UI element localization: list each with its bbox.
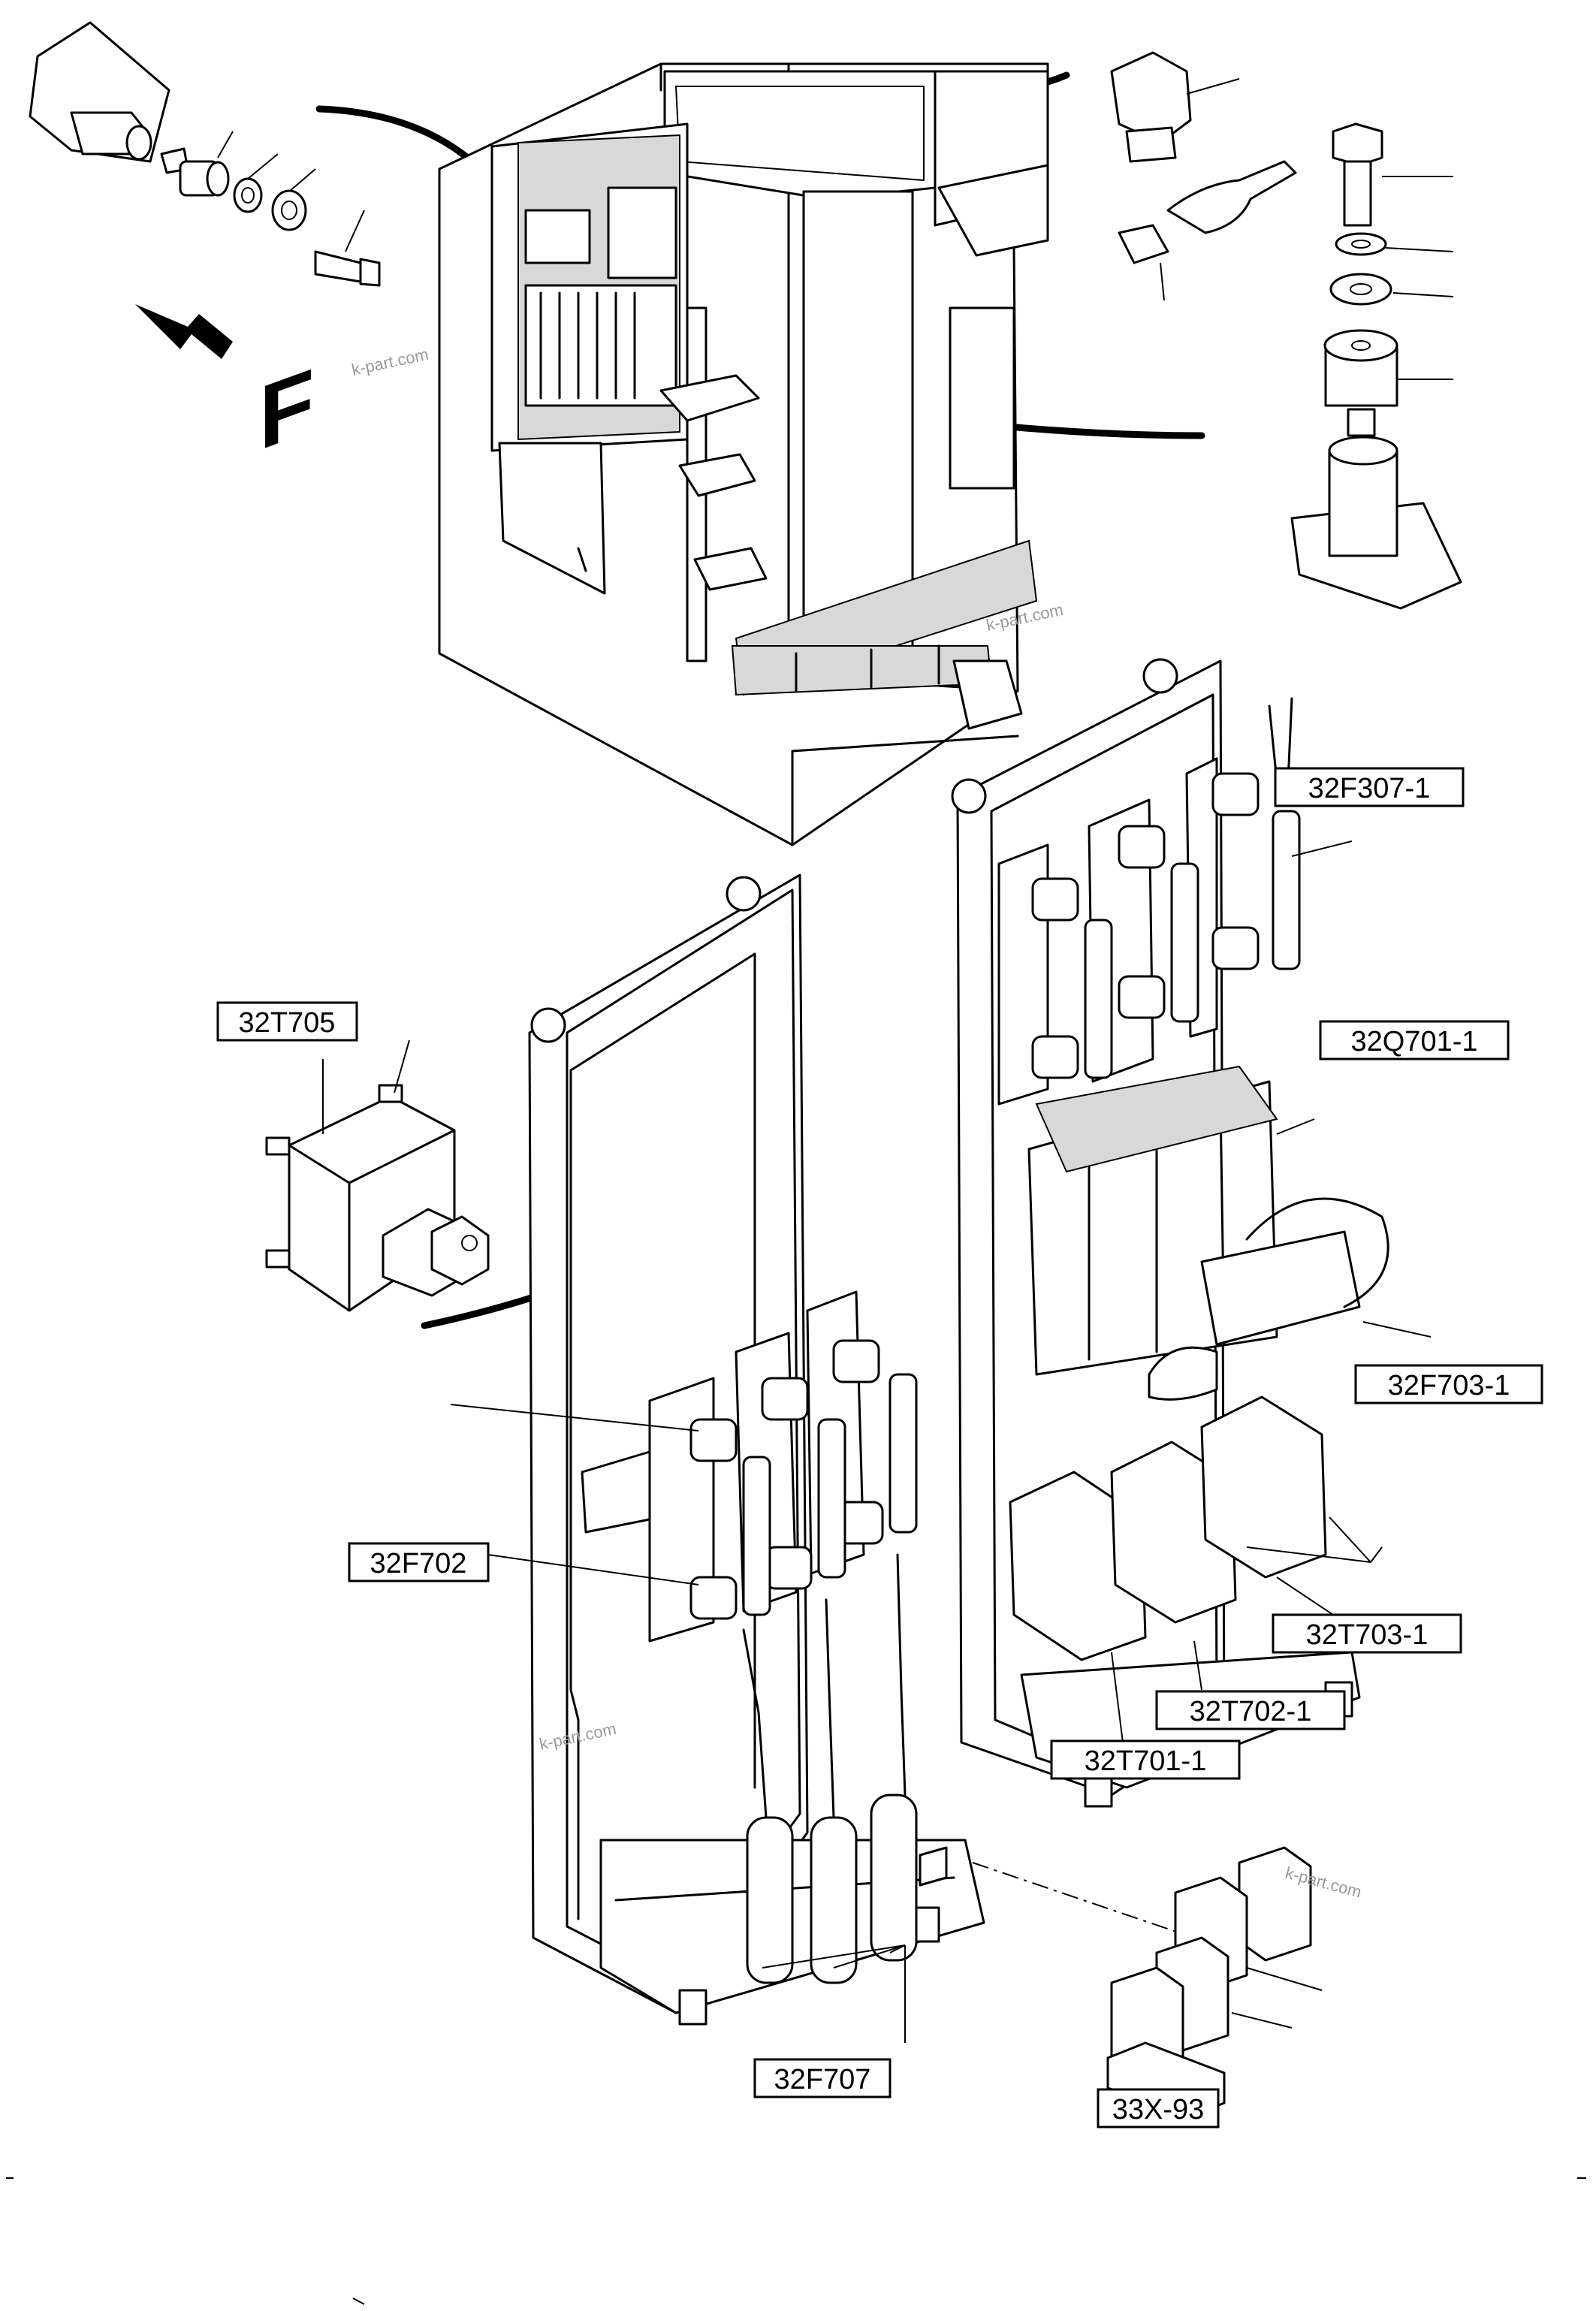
callout-label: 32F707: [774, 2064, 871, 2095]
transformer-32T705: [265, 1039, 490, 1312]
callout-label: 32T705: [239, 1007, 336, 1039]
callout-label: 32Q701-1: [1350, 1026, 1477, 1057]
callout-32F702: 32F702: [348, 1542, 490, 1582]
forward-direction-marker: F: [135, 304, 314, 470]
callout-label: 32F307-1: [1308, 773, 1431, 804]
clamp-and-connector-parts: [1110, 51, 1297, 301]
mount-hardware-left: [29, 21, 381, 287]
callout-label: 32F703-1: [1388, 1370, 1510, 1401]
watermark-1: k-part.com: [350, 345, 430, 379]
callout-label: 32T703-1: [1306, 1619, 1429, 1651]
callout-32T702-1: 32T702-1: [1155, 1690, 1346, 1730]
callout-32T705: 32T705: [216, 1001, 358, 1042]
callout-32F703-1: 32F703-1: [1354, 1364, 1543, 1404]
callout-32T701-1: 32T701-1: [1050, 1739, 1241, 1780]
fuse-holder-32F702: [450, 1290, 948, 2043]
callout-label: 32T701-1: [1085, 1745, 1207, 1777]
callout-32Q701-1: 32Q701-1: [1319, 1020, 1510, 1060]
callout-32T703-1: 32T703-1: [1272, 1613, 1462, 1654]
callout-33X-93: 33X-93: [1097, 2088, 1220, 2128]
bolt-and-mount-stack: [1290, 122, 1462, 610]
terminal-blocks-33X-93: [972, 1846, 1323, 2119]
callout-label: 32T702-1: [1190, 1696, 1312, 1727]
callout-label: 33X-93: [1112, 2094, 1205, 2125]
main-cabinet: [438, 62, 1049, 846]
callout-label: 32F702: [370, 1548, 467, 1579]
direction-arrow-icon: [135, 304, 233, 359]
direction-letter: F: [259, 349, 314, 469]
callout-32F307-1: 32F307-1: [1274, 767, 1465, 807]
corner-mark-bottom: [352, 2297, 365, 2305]
callout-32F707: 32F707: [753, 2058, 892, 2098]
